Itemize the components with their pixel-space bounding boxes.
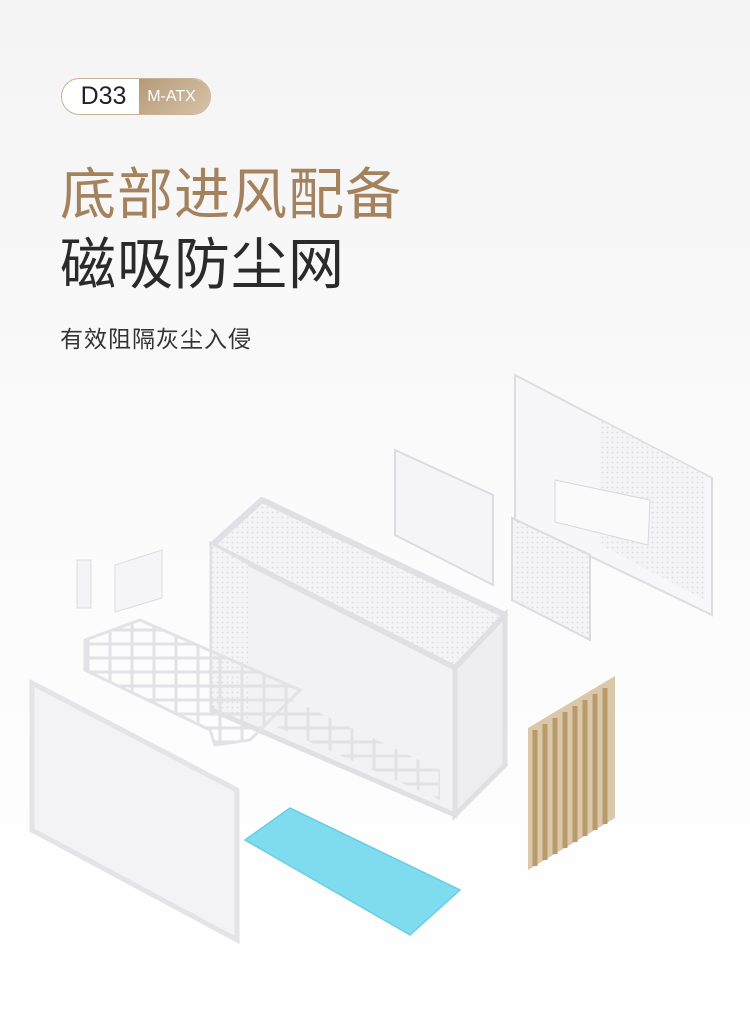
subtitle: 有效阻隔灰尘入侵 xyxy=(60,326,252,352)
model-badge: D33 M-ATX xyxy=(61,78,211,115)
model-name: D33 xyxy=(80,82,127,110)
bottom-grille-tray xyxy=(83,618,303,747)
magnetic-dust-filter xyxy=(243,807,462,936)
pcie-brackets xyxy=(76,549,163,613)
glass-side-panel xyxy=(29,678,240,945)
headline-line1: 底部进风配备 xyxy=(60,163,402,226)
wood-slat-panel xyxy=(528,676,615,870)
motherboard-tray xyxy=(394,448,494,587)
exploded-case-illustration xyxy=(29,373,713,945)
form-factor-label: M-ATX xyxy=(139,79,210,114)
fan-bracket xyxy=(511,516,591,642)
headline-line2: 磁吸防尘网 xyxy=(60,233,345,296)
side-panel-rear xyxy=(514,373,713,617)
